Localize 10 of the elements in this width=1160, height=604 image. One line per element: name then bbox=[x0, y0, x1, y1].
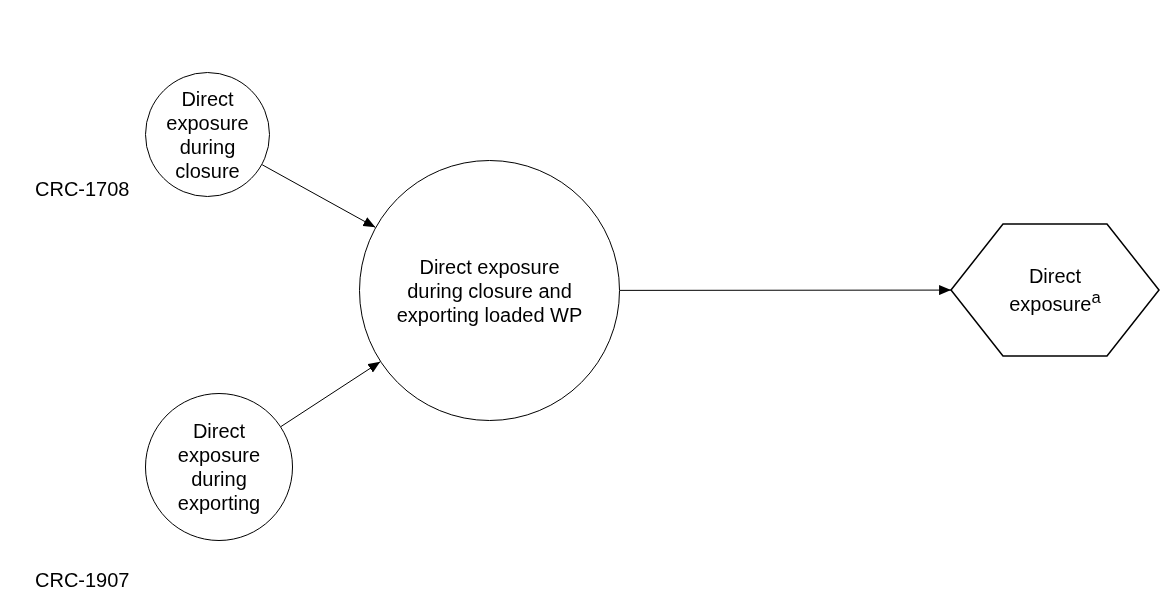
node-code-label: CRC-1907 bbox=[35, 569, 130, 592]
node-label: Direct exposure during closure bbox=[165, 86, 250, 183]
node-label: Direct exposure during exporting bbox=[176, 419, 262, 515]
arrow bbox=[280, 361, 381, 428]
hexagon-node bbox=[951, 224, 1159, 356]
arrow bbox=[261, 164, 376, 228]
node-label: Direct exposure during closure and exporting loaded WP bbox=[395, 254, 584, 327]
node-label: Direct exposure$^{a}$ bbox=[1008, 264, 1102, 316]
arrow bbox=[619, 285, 952, 296]
node-code-label: CRC-1708 bbox=[35, 178, 130, 201]
